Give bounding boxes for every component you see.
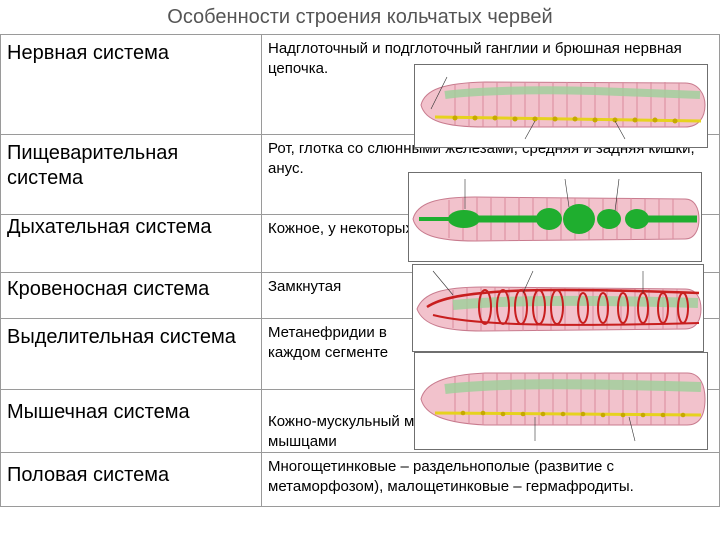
table-row: Половая система Многощетинковые – раздел… bbox=[0, 452, 720, 507]
system-name-muscular: Мышечная система bbox=[0, 389, 262, 453]
system-name-excretory: Выделительная система bbox=[0, 318, 262, 390]
system-name-respiratory: Дыхательная система bbox=[0, 214, 262, 273]
nervous-system-figure bbox=[414, 64, 708, 148]
digestive-system-figure bbox=[408, 172, 702, 262]
excretory-system-figure bbox=[414, 352, 708, 450]
circulatory-system-figure bbox=[412, 264, 704, 352]
slide-title: Особенности строения кольчатых червей bbox=[167, 6, 553, 28]
system-name-digestive: Пищеварительная система bbox=[0, 134, 262, 215]
system-name-circulatory: Кровеносная система bbox=[0, 272, 262, 319]
system-name-nervous: Нервная система bbox=[0, 34, 262, 135]
system-name-reproductive: Половая система bbox=[0, 452, 262, 507]
system-desc-reproductive: Многощетинковые – раздельнополые (развит… bbox=[261, 452, 720, 507]
